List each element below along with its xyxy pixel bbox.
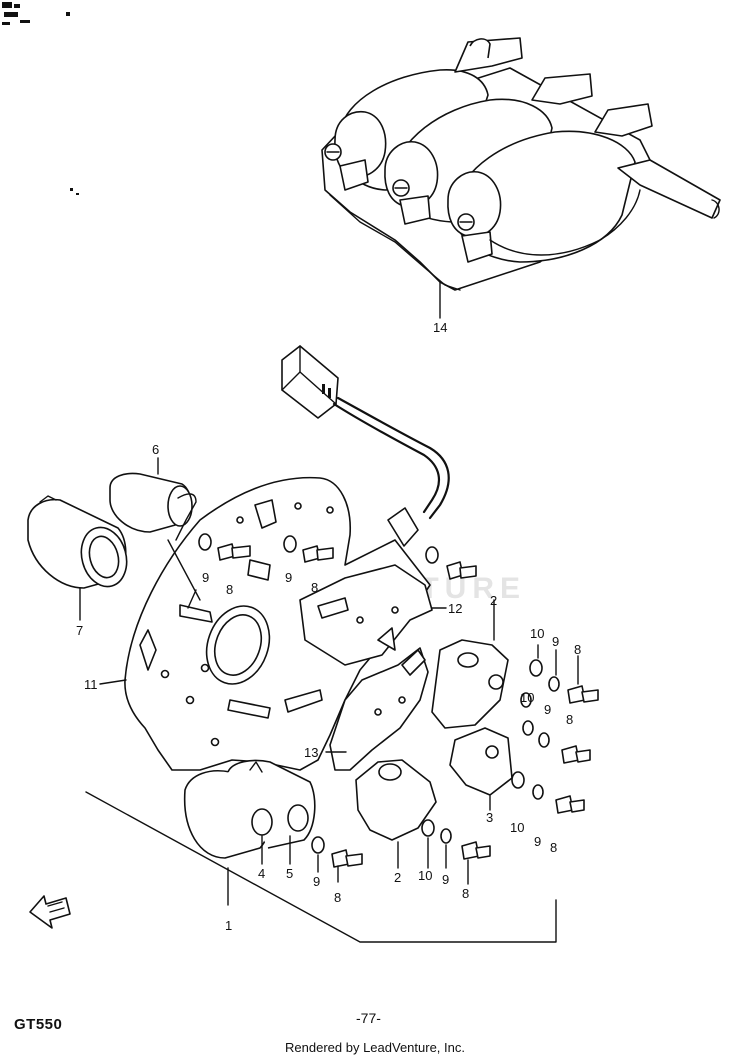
callout-9f: 9 [313, 874, 320, 889]
callout-7: 7 [76, 623, 83, 638]
callout-3: 3 [486, 810, 493, 825]
contact-breaker-upper [431, 639, 509, 729]
lower-plate [329, 647, 429, 771]
wire-harness-connector [281, 345, 450, 547]
callout-12: 12 [448, 601, 462, 616]
page-number: -77- [356, 1010, 381, 1026]
callout-2a: 2 [490, 593, 497, 608]
callout-10d: 10 [418, 868, 432, 883]
callout-5: 5 [286, 866, 293, 881]
callout-1: 1 [225, 918, 232, 933]
part-7-sleeve [27, 495, 128, 589]
callout-9d: 9 [544, 702, 551, 717]
callout-8d: 8 [566, 712, 573, 727]
callout-11: 11 [84, 677, 98, 692]
callout-8e: 8 [550, 840, 557, 855]
callout-14: 14 [433, 320, 447, 335]
callout-9a: 9 [202, 570, 209, 585]
front-direction-arrow-icon [29, 895, 71, 929]
scan-speckle [2, 2, 79, 195]
callout-8a: 8 [226, 582, 233, 597]
callout-9c: 9 [552, 634, 559, 649]
contact-breaker-lower [355, 759, 437, 841]
rendered-by-footer: Rendered by LeadVenture, Inc. [285, 1040, 465, 1055]
part-12-mid-plate [299, 564, 433, 666]
callout-8b: 8 [311, 580, 318, 595]
assembly-bracket [85, 791, 557, 943]
callout-13: 13 [304, 745, 318, 760]
callout-9g: 9 [442, 872, 449, 887]
callout-10b: 10 [520, 690, 534, 705]
callout-9b: 9 [285, 570, 292, 585]
leader-11 [99, 679, 127, 685]
callout-8f: 8 [334, 890, 341, 905]
callout-10a: 10 [530, 626, 544, 641]
fasteners [198, 533, 599, 868]
ignition-coil-assembly [321, 37, 721, 291]
callout-8c: 8 [574, 642, 581, 657]
part-4-5-coils [183, 759, 316, 859]
model-label: GT550 [14, 1016, 63, 1033]
callout-8g: 8 [462, 886, 469, 901]
part-6-condenser [109, 472, 197, 541]
part-11-base-plate [124, 476, 431, 771]
callout-6: 6 [152, 442, 159, 457]
callout-4: 4 [258, 866, 265, 881]
contact-breaker-middle [449, 727, 513, 796]
callout-9e: 9 [534, 834, 541, 849]
callout-10c: 10 [510, 820, 524, 835]
callout-2b: 2 [394, 870, 401, 885]
